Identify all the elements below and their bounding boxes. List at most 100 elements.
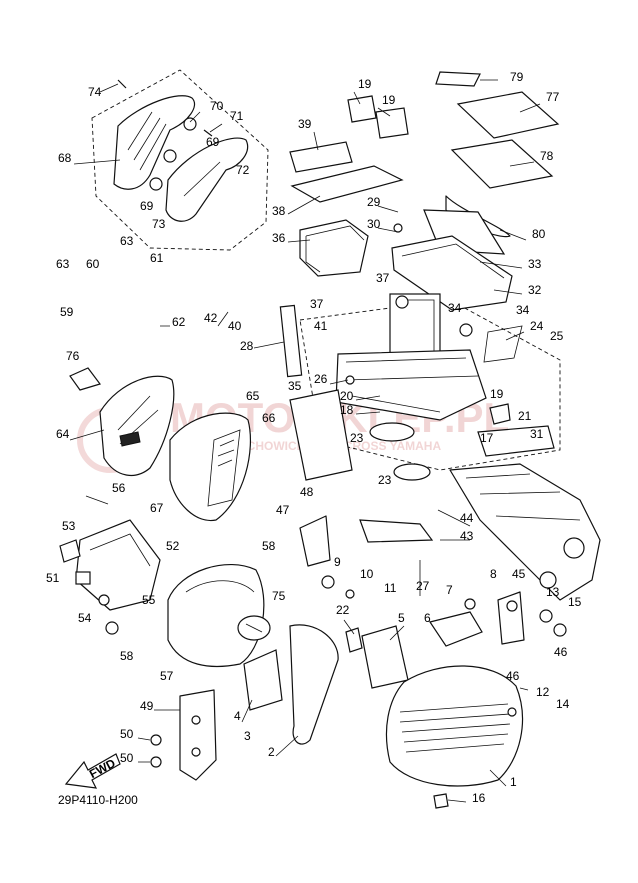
callout-15: 15 [568, 595, 582, 609]
callout-20: 20 [340, 389, 354, 403]
callout-62: 62 [172, 315, 186, 329]
callout-53: 53 [62, 519, 76, 533]
callout-44: 44 [460, 511, 474, 525]
callout-3: 3 [244, 729, 251, 743]
callout-48: 48 [300, 485, 314, 499]
callout-28: 28 [240, 339, 254, 353]
side-cover-right [169, 412, 252, 522]
group-outline-handguard [91, 69, 269, 251]
callout-8: 8 [490, 567, 497, 581]
callout-37: 37 [310, 297, 324, 311]
callout-29: 29 [367, 195, 381, 209]
callout-41: 41 [314, 319, 328, 333]
callout-9: 9 [334, 555, 341, 569]
main-cowl [385, 665, 523, 809]
lower-bracket [150, 689, 217, 781]
callout-22: 22 [336, 603, 350, 617]
callout-27: 27 [416, 579, 430, 593]
callout-74: 74 [88, 85, 102, 99]
callout-54: 54 [78, 611, 92, 625]
callout-46: 46 [506, 669, 520, 683]
callout-32: 32 [528, 283, 542, 297]
callout-labels: 7470716869726973191979773978382930803637… [46, 70, 582, 805]
center-brackets [243, 515, 434, 745]
callout-19: 19 [382, 93, 396, 107]
callout-19: 19 [358, 77, 372, 91]
callout-36: 36 [272, 231, 286, 245]
callout-39: 39 [298, 117, 312, 131]
callout-47: 47 [276, 503, 290, 517]
callout-68: 68 [58, 151, 72, 165]
callout-7: 7 [446, 583, 453, 597]
callout-16: 16 [472, 791, 486, 805]
callout-66: 66 [262, 411, 276, 425]
callout-72: 72 [236, 163, 250, 177]
callout-69: 69 [206, 135, 220, 149]
callout-49: 49 [140, 699, 154, 713]
callout-37: 37 [376, 271, 390, 285]
callout-4: 4 [234, 709, 241, 723]
callout-64: 64 [56, 427, 70, 441]
callout-17: 17 [480, 431, 494, 445]
callout-5: 5 [398, 611, 405, 625]
callout-52: 52 [166, 539, 180, 553]
callout-71: 71 [230, 109, 244, 123]
callout-50: 50 [120, 727, 134, 741]
callout-11: 11 [384, 581, 397, 595]
frame-rails [449, 463, 601, 601]
callout-65: 65 [246, 389, 260, 403]
callout-50: 50 [120, 751, 134, 765]
callout-14: 14 [556, 697, 570, 711]
callout-35: 35 [288, 379, 302, 393]
callout-76: 76 [66, 349, 80, 363]
side-cover-left [69, 367, 175, 476]
callout-46: 46 [554, 645, 568, 659]
leader-lines [69, 79, 541, 803]
callout-42: 42 [204, 311, 218, 325]
callout-30: 30 [367, 217, 381, 231]
callout-80: 80 [532, 227, 546, 241]
callout-40: 40 [228, 319, 242, 333]
bracket-assembly-left [59, 519, 161, 635]
callout-10: 10 [360, 567, 374, 581]
callout-34: 34 [448, 301, 462, 315]
callout-19: 19 [490, 387, 504, 401]
callout-56: 56 [112, 481, 126, 495]
callout-77: 77 [546, 90, 560, 104]
diagram-code: 29P4110-H200 [58, 793, 138, 807]
callout-61: 61 [150, 251, 164, 265]
callout-79: 79 [510, 70, 524, 84]
callout-58: 58 [262, 539, 276, 553]
bracket-right [429, 591, 567, 647]
callout-67: 67 [150, 501, 164, 515]
callout-75: 75 [272, 589, 286, 603]
handguard-assembly [113, 79, 249, 222]
callout-38: 38 [272, 204, 286, 218]
callout-13: 13 [546, 585, 560, 599]
battery-box [279, 219, 555, 481]
callout-69: 69 [140, 199, 154, 213]
callout-63: 63 [120, 234, 134, 248]
callout-18: 18 [340, 403, 354, 417]
callout-31: 31 [530, 427, 544, 441]
side-cover-lower [167, 563, 271, 667]
callout-21: 21 [518, 409, 532, 423]
callout-24: 24 [530, 319, 544, 333]
callout-51: 51 [46, 571, 60, 585]
callout-33: 33 [528, 257, 542, 271]
callout-26: 26 [314, 372, 328, 386]
callout-23: 23 [350, 431, 364, 445]
callout-78: 78 [540, 149, 554, 163]
callout-57: 57 [160, 669, 174, 683]
callout-1: 1 [510, 775, 517, 789]
callout-59: 59 [60, 305, 74, 319]
cover-plates [289, 71, 560, 255]
callout-73: 73 [152, 217, 166, 231]
callout-70: 70 [210, 99, 224, 113]
callout-34: 34 [516, 303, 530, 317]
callout-45: 45 [512, 567, 526, 581]
callout-2: 2 [268, 745, 275, 759]
callout-43: 43 [460, 529, 474, 543]
callout-63: 63 [56, 257, 70, 271]
